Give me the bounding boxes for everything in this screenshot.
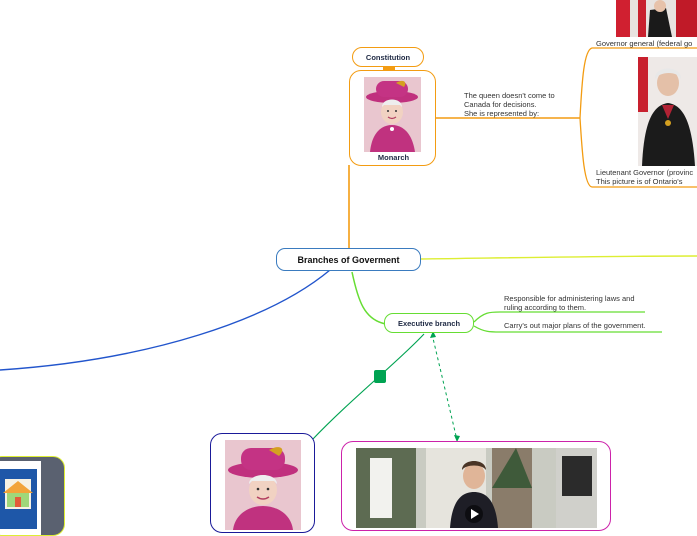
connector-root-blue [0,269,331,371]
queen-photo-icon-bottom [225,440,301,530]
video-card[interactable] [341,441,611,531]
house-icon [0,461,41,535]
connector-note-lieutenant [579,117,697,188]
root-label: Branches of Goverment [297,254,400,265]
governor-general-photo [616,0,697,37]
house-illustration-icon [0,461,41,535]
queen-photo [364,77,421,152]
connector-root-executive [351,271,387,325]
constitution-label: Constitution [365,52,411,62]
executive-note-2: Carry's out major plans of the governmen… [504,321,646,330]
house-card[interactable] [0,456,65,536]
bottom-monarch-card[interactable] [210,433,315,533]
executive-note-1: Responsible for administering laws and r… [504,294,635,312]
monarch-note: The queen doesn't come to Canada for dec… [464,91,555,118]
root-node[interactable]: Branches of Goverment [276,248,421,271]
executive-node[interactable]: Executive branch [384,313,474,333]
arrow-head [430,331,436,338]
monarch-label: Monarch [377,153,410,162]
connector-dashed [431,333,458,441]
play-icon [471,509,479,519]
prime-minister-photo[interactable] [356,448,597,528]
arrow-head-bottom [454,435,460,442]
monarch-node[interactable]: Monarch [349,70,436,166]
queen-photo-icon [364,77,421,152]
mind-map-connectors [0,47,697,442]
prime-minister-photo-icon [356,448,597,528]
governor-general-label: Governor general (federal go [596,39,693,48]
lieutenant-governor-label: Lieutenant Governor (provinc This pictur… [596,168,694,186]
governor-photo-icon [616,0,697,37]
connector-root-yellow [420,255,697,260]
lieutenant-governor-photo [638,57,697,166]
constitution-node[interactable]: Constitution [352,47,424,67]
executive-label: Executive branch [397,318,461,328]
lieutenant-photo-icon [638,57,697,166]
connector-note-governor [579,47,697,119]
bottom-queen-photo [225,440,301,530]
connector-exec-bottom [311,333,425,441]
connector-exec-note2 [473,325,662,333]
connector-exec-note1 [473,311,645,323]
link-marker [374,370,386,383]
